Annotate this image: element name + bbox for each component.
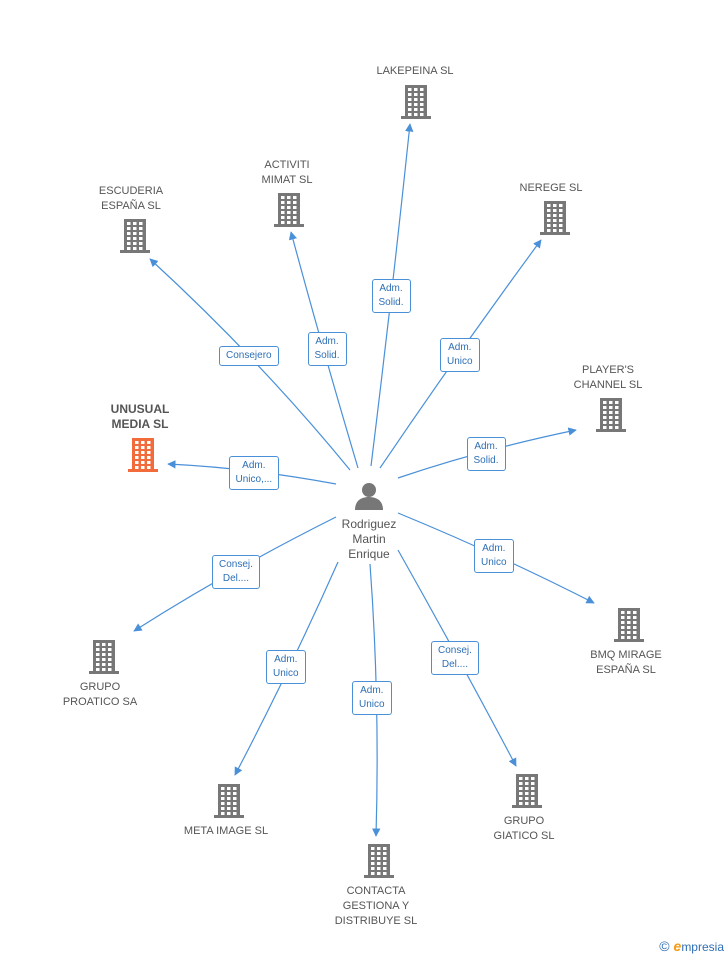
relation-badge-players[interactable]: Adm. Solid. (466, 437, 506, 471)
relation-badge-line: Adm. (242, 460, 266, 471)
company-label-line: PROATICO SA (62, 696, 138, 708)
building-icon[interactable] (272, 192, 306, 228)
relation-badge-line: Unico (447, 356, 473, 367)
company-label-giatico[interactable]: GRUPO GIATICO SL (494, 814, 555, 844)
center-name-line: Enrique (348, 547, 390, 561)
company-label-contacta[interactable]: CONTACTA GESTIONA Y DISTRIBUYE SL (335, 884, 418, 929)
company-label-line: UNUSUAL (110, 402, 170, 416)
company-label-bmq[interactable]: BMQ MIRAGE ESPAÑA SL (590, 648, 662, 678)
company-label-line: LAKEPEINA SL (376, 65, 454, 77)
brand-initial: e (673, 938, 682, 954)
company-label-escuderia[interactable]: ESCUDERIA ESPAÑA SL (99, 184, 163, 214)
company-label-line: GIATICO SL (493, 830, 555, 842)
relation-badge-line: Adm. (360, 685, 384, 696)
company-label-nerege[interactable]: NEREGE SL (520, 181, 583, 196)
company-label-line: MIMAT SL (261, 174, 313, 186)
relation-badge-escuderia[interactable]: Consejero (219, 346, 279, 366)
relation-badge-lakepeina[interactable]: Adm. Solid. (371, 279, 411, 313)
relation-badge-meta[interactable]: Adm. Unico (266, 650, 306, 684)
center-person-name[interactable]: Rodriguez Martin Enrique (342, 517, 397, 562)
building-icon[interactable] (118, 218, 152, 254)
relation-badge-bmq[interactable]: Adm. Unico (474, 539, 514, 573)
company-label-proatico[interactable]: GRUPO PROATICO SA (63, 680, 137, 710)
building-icon[interactable] (126, 437, 160, 473)
company-label-line: NEREGE SL (519, 182, 583, 194)
center-name-line: Rodriguez (341, 517, 397, 531)
relation-badge-line: Solid. (378, 297, 404, 308)
relation-badge-proatico[interactable]: Consej. Del.... (212, 555, 260, 589)
relation-badge-line: Del.... (222, 573, 250, 584)
company-label-line: MEDIA SL (111, 417, 169, 431)
building-icon[interactable] (612, 607, 646, 643)
relation-badge-contacta[interactable]: Adm. Unico (352, 681, 392, 715)
company-label-line: ESPAÑA SL (101, 200, 161, 212)
relation-badge-line: Unico,... (235, 474, 273, 485)
company-label-line: CHANNEL SL (573, 379, 643, 391)
relation-badge-line: Adm. (482, 543, 506, 554)
company-label-meta[interactable]: META IMAGE SL (184, 824, 268, 839)
company-label-line: META IMAGE SL (183, 825, 269, 837)
company-label-line: ACTIVITI (264, 159, 310, 171)
relation-badge-line: Adm. (379, 283, 403, 294)
relation-badge-line: Consejero (226, 350, 272, 361)
relation-badge-activiti[interactable]: Adm. Solid. (307, 332, 347, 366)
brand-name: mpresia (681, 940, 724, 954)
company-label-players[interactable]: PLAYER'S CHANNEL SL (574, 363, 643, 393)
relation-badge-line: Solid. (314, 350, 340, 361)
center-name-line: Martin (352, 532, 386, 546)
relation-badge-line: Adm. (474, 441, 498, 452)
relation-badge-line: Consej. (219, 559, 253, 570)
relation-badge-line: Unico (273, 668, 299, 679)
relation-badge-line: Adm. (315, 336, 339, 347)
company-label-lakepeina[interactable]: LAKEPEINA SL (376, 64, 453, 79)
company-label-line: DISTRIBUYE SL (334, 915, 418, 927)
relation-badge-line: Adm. (274, 654, 298, 665)
building-icon[interactable] (510, 773, 544, 809)
relation-badge-line: Consej. (438, 645, 472, 656)
company-label-line: GRUPO (503, 815, 545, 827)
company-label-line: GESTIONA Y (342, 900, 410, 912)
company-label-line: CONTACTA (346, 885, 406, 897)
building-icon[interactable] (362, 843, 396, 879)
company-label-activiti[interactable]: ACTIVITI MIMAT SL (262, 158, 313, 188)
company-label-line: ESPAÑA SL (596, 664, 656, 676)
footer-brand[interactable]: © empresia (659, 938, 724, 954)
relation-badge-line: Unico (481, 557, 507, 568)
copyright-symbol: © (659, 938, 670, 954)
relation-badge-line: Adm. (448, 342, 472, 353)
relation-badge-line: Unico (359, 699, 385, 710)
building-icon[interactable] (594, 397, 628, 433)
person-icon (355, 483, 383, 510)
company-label-line: PLAYER'S (581, 364, 635, 376)
building-icon[interactable] (399, 84, 433, 120)
building-icon[interactable] (538, 200, 572, 236)
relation-badge-nerege[interactable]: Adm. Unico (440, 338, 480, 372)
building-icon[interactable] (212, 783, 246, 819)
relation-badge-unusual[interactable]: Adm. Unico,... (228, 456, 280, 490)
company-label-line: GRUPO (79, 681, 121, 693)
relation-badge-line: Solid. (473, 455, 499, 466)
company-label-line: BMQ MIRAGE (590, 649, 662, 661)
relation-badge-giatico[interactable]: Consej. Del.... (431, 641, 479, 675)
building-icon[interactable] (87, 639, 121, 675)
company-label-line: ESCUDERIA (98, 185, 164, 197)
relation-badge-line: Del.... (441, 659, 469, 670)
